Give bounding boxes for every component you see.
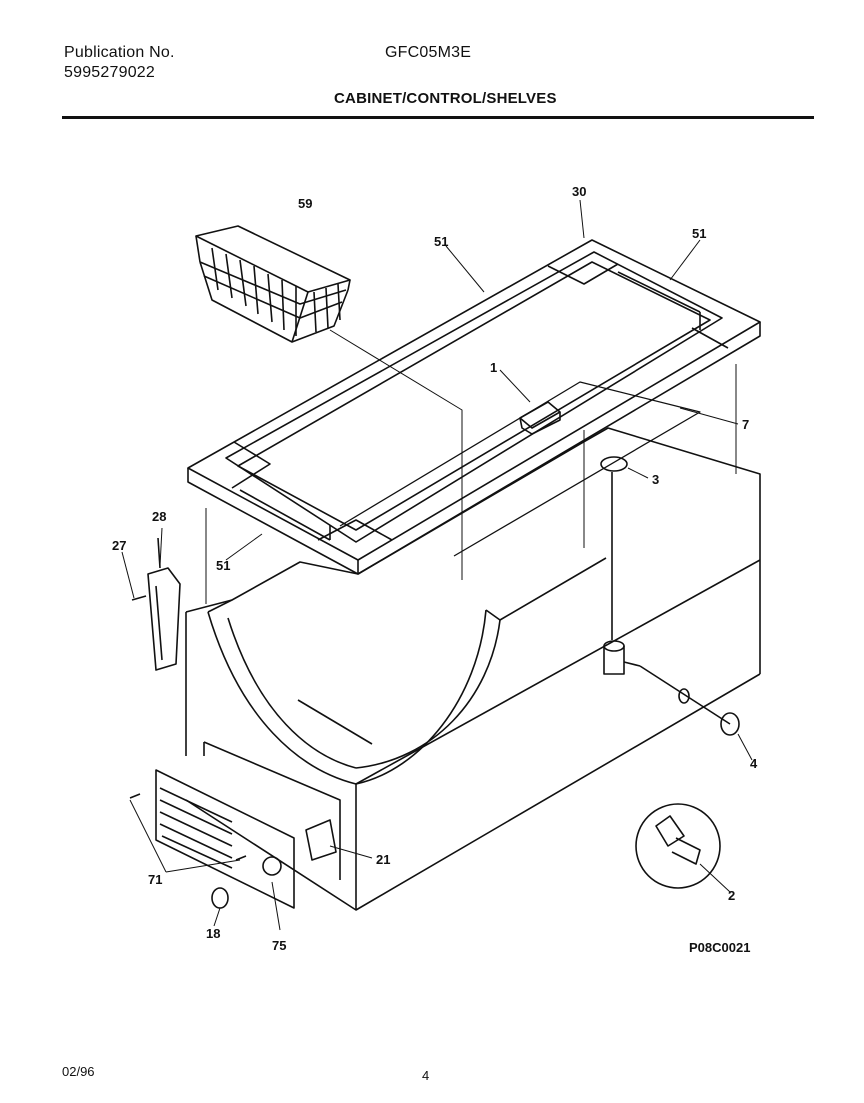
support-rail-drawing <box>339 381 701 557</box>
callout-3: 3 <box>652 472 659 487</box>
leader-lines <box>121 199 753 931</box>
cabinet-body-drawing <box>185 427 761 911</box>
callout-30: 30 <box>572 184 586 199</box>
callout-51-right: 51 <box>692 226 706 241</box>
callout-71: 71 <box>148 872 162 887</box>
section-title: CABINET/CONTROL/SHELVES <box>334 90 557 107</box>
callout-21: 21 <box>376 852 390 867</box>
hinge-drawing <box>131 537 181 671</box>
callout-51-top: 51 <box>434 234 448 249</box>
publication-label: Publication No. <box>64 44 175 61</box>
callout-2: 2 <box>728 888 735 903</box>
callout-18: 18 <box>206 926 220 941</box>
header-rule <box>62 116 814 119</box>
callout-7: 7 <box>742 417 749 432</box>
grille-drawing <box>129 769 337 909</box>
breaker-frame-drawing <box>187 239 761 575</box>
model-number: GFC05M3E <box>385 44 472 61</box>
callout-75: 75 <box>272 938 286 953</box>
page-number: 4 <box>422 1068 430 1083</box>
wire-basket-drawing <box>195 225 351 343</box>
diagram-code: P08C0021 <box>689 940 750 955</box>
publication-number: 5995279022 <box>64 64 155 81</box>
footer-date: 02/96 <box>62 1064 95 1079</box>
callout-1: 1 <box>490 360 497 375</box>
callout-27: 27 <box>112 538 126 553</box>
callout-59: 59 <box>298 196 312 211</box>
callout-28: 28 <box>152 509 166 524</box>
drain-fittings-drawing <box>600 456 740 889</box>
callout-4: 4 <box>750 756 758 771</box>
callout-51-left: 51 <box>216 558 230 573</box>
